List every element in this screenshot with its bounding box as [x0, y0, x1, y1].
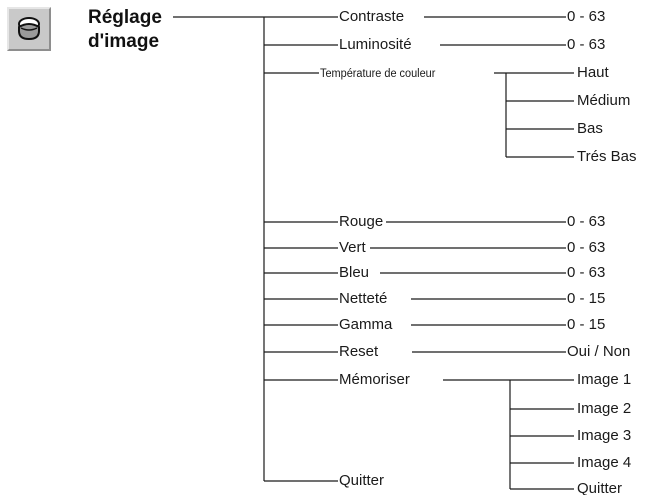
- item-contraste: Contraste: [339, 8, 405, 25]
- memoriser-option-image-3: Image 3: [577, 427, 632, 444]
- value-rouge: 0 - 63: [567, 213, 606, 230]
- item-bleu: Bleu: [339, 264, 370, 281]
- item-memoriser: Mémoriser: [339, 371, 410, 388]
- value-reset: Oui / Non: [567, 343, 631, 360]
- item-reset: Reset: [339, 343, 379, 360]
- item-temperature: Température de couleur: [320, 68, 436, 80]
- value-vert: 0 - 63: [567, 239, 606, 256]
- menu-title-line2: d'image: [88, 31, 160, 52]
- memoriser-option-image-1: Image 1: [577, 371, 632, 388]
- value-nettete: 0 - 15: [567, 290, 606, 307]
- item-nettete: Netteté: [339, 290, 388, 307]
- picture-adjust-icon: [7, 7, 51, 51]
- temperature-option-bas: Bas: [577, 120, 603, 137]
- item-quitter: Quitter: [339, 472, 385, 489]
- value-gamma: 0 - 15: [567, 316, 606, 333]
- memoriser-option-image-4: Image 4: [577, 454, 632, 471]
- item-rouge: Rouge: [339, 213, 384, 230]
- item-luminosite: Luminosité: [339, 36, 412, 53]
- item-vert: Vert: [339, 239, 366, 256]
- value-contraste: 0 - 63: [567, 8, 606, 25]
- temperature-option-tres-bas: Trés Bas: [577, 148, 637, 165]
- temperature-option-haut: Haut: [577, 64, 609, 81]
- memoriser-option-image-2: Image 2: [577, 400, 632, 417]
- item-gamma: Gamma: [339, 316, 393, 333]
- memoriser-option-quitter: Quitter: [577, 480, 623, 495]
- value-bleu: 0 - 63: [567, 264, 606, 281]
- menu-title-line1: Réglage: [88, 7, 162, 28]
- temperature-option-medium: Médium: [577, 92, 631, 109]
- value-luminosite: 0 - 63: [567, 36, 606, 53]
